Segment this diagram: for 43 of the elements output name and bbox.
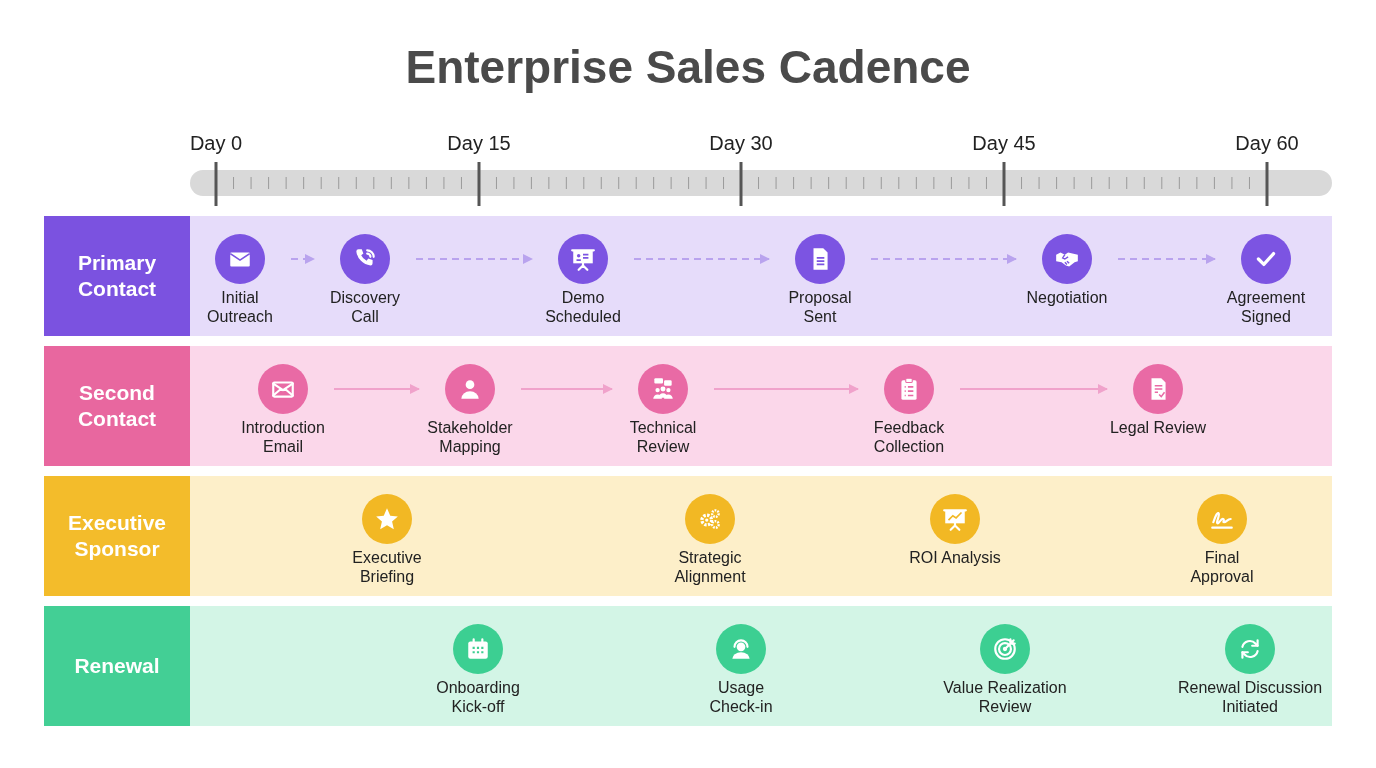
- arrow: [870, 254, 1017, 264]
- day-label: Day 45: [972, 132, 1036, 155]
- arrow: [520, 384, 613, 394]
- day-label: Day 60: [1235, 132, 1299, 155]
- milestone: [1109, 364, 1207, 437]
- title: Enterprise Sales Cadence: [404, 40, 972, 94]
- milestone-label: ROI Analysis: [908, 548, 1002, 567]
- lane-header: Second Contact: [44, 346, 190, 466]
- milestone-label: Agreement Signed: [1225, 288, 1307, 326]
- arrow: [415, 254, 533, 264]
- swimlane-band: [44, 606, 1332, 726]
- milestone-label: Legal Review: [1109, 418, 1207, 437]
- swimlane-band: [44, 346, 1332, 466]
- arrow: [959, 384, 1108, 394]
- day-label: Day 15: [447, 132, 511, 155]
- milestone-label: Strategic Alignment: [673, 548, 747, 586]
- milestone-label: Discovery Call: [328, 288, 402, 326]
- milestone-label: Stakeholder Mapping: [426, 418, 514, 456]
- milestone-label: Onboarding Kick-off: [435, 678, 521, 716]
- arrow: [633, 254, 770, 264]
- day-label: Day 30: [709, 132, 773, 155]
- day-label: Day 0: [189, 132, 243, 155]
- arrow: [713, 384, 859, 394]
- milestone-label: Introduction Email: [240, 418, 326, 456]
- arrow: [290, 254, 315, 264]
- milestone-label: Executive Briefing: [351, 548, 423, 586]
- lane-header: Executive Sponsor: [44, 476, 190, 596]
- milestone-label: Final Approval: [1189, 548, 1255, 586]
- milestone-label: Initial Outreach: [206, 288, 274, 326]
- milestone-label: Value Realization Review: [942, 678, 1068, 716]
- milestone-label: Usage Check-in: [708, 678, 774, 716]
- arrow: [333, 384, 420, 394]
- milestone-label: Technical Review: [628, 418, 698, 456]
- lane-header: Primary Contact: [44, 216, 190, 336]
- lane-header: Renewal: [44, 606, 190, 726]
- milestone-label: Feedback Collection: [872, 418, 946, 456]
- milestone-label: Renewal Discussion Initiated: [1176, 678, 1324, 716]
- milestone-label: Proposal Sent: [787, 288, 853, 326]
- arrow: [1117, 254, 1216, 264]
- milestone-label: Negotiation: [1025, 288, 1109, 307]
- milestone-label: Demo Scheduled: [544, 288, 622, 326]
- swimlane-band: [44, 216, 1332, 336]
- swimlane-band: [44, 476, 1332, 596]
